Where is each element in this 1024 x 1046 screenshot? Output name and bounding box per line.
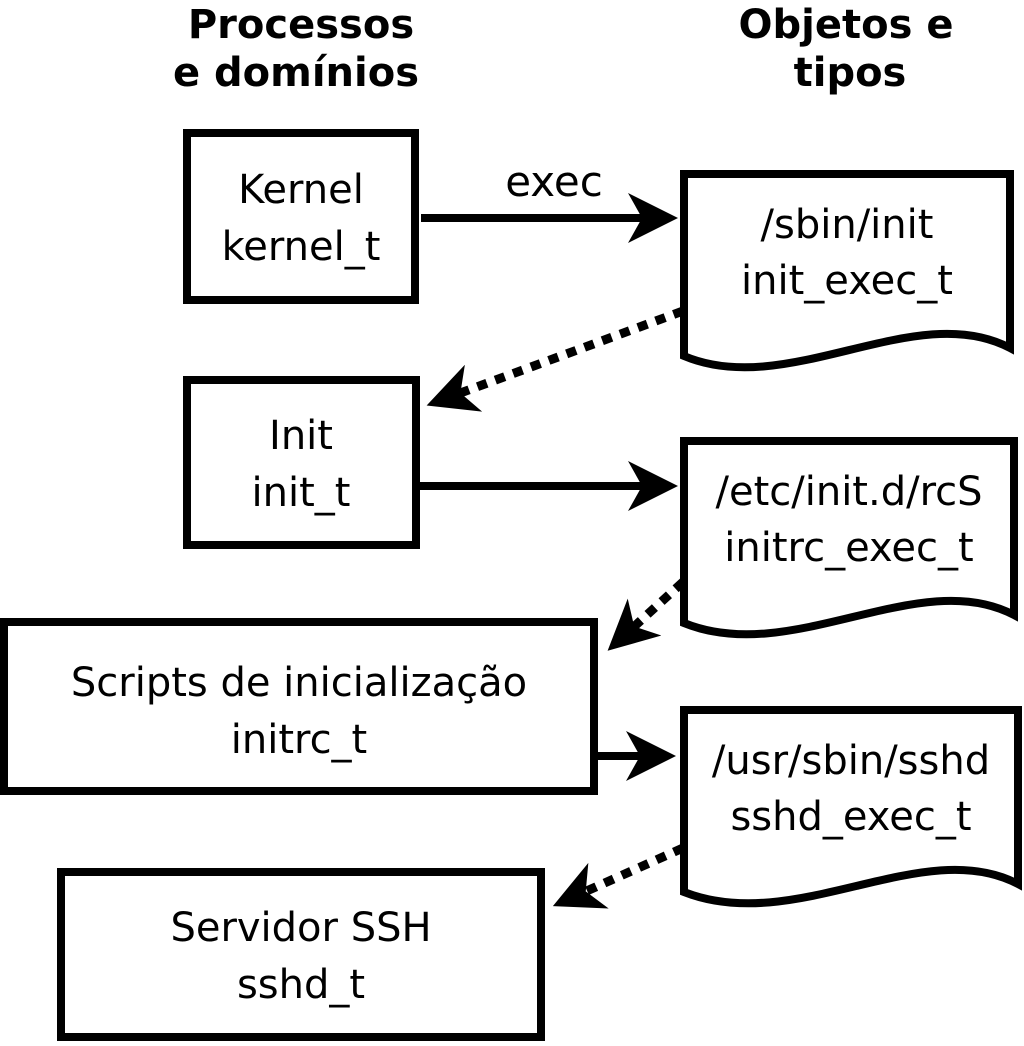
object-usr-sbin-sshd-type: sshd_exec_t [730, 794, 971, 840]
object-sbin-init-path: /sbin/init [761, 202, 934, 248]
process-box-kernel [183, 129, 419, 304]
process-sshd-name: Servidor SSH [170, 905, 431, 951]
object-etc-initd-rcs-path: /etc/init.d/rcS [715, 469, 982, 515]
dotted-arrow-initrc-exec-to-initrc [607, 578, 687, 651]
process-box-initrc [0, 618, 598, 795]
process-kernel-name: Kernel [238, 167, 364, 213]
process-sshd-domain: sshd_t [237, 962, 365, 1008]
object-doc-usr-sbin-sshd [680, 706, 1022, 908]
process-kernel-domain: kernel_t [222, 224, 381, 270]
dotted-arrow-sshd-exec-to-sshd [552, 843, 685, 909]
process-initrc-name: Scripts de inicialização [71, 660, 527, 706]
process-init-name: Init [269, 413, 333, 459]
process-init-domain: init_t [252, 470, 351, 516]
left-column-header-line2: e domínios [173, 50, 419, 96]
object-doc-sbin-init [680, 170, 1014, 372]
process-box-init [183, 376, 420, 549]
object-usr-sbin-sshd-path: /usr/sbin/sshd [712, 738, 990, 784]
right-column-header-line2: tipos [794, 50, 907, 96]
object-doc-etc-initd-rcs [680, 437, 1018, 639]
object-sbin-init-type: init_exec_t [741, 258, 953, 304]
process-box-sshd [57, 868, 545, 1041]
dotted-arrow-init-exec-to-init [426, 306, 685, 412]
right-column-header-line1: Objetos e [739, 2, 954, 48]
object-etc-initd-rcs-type: initrc_exec_t [724, 525, 973, 571]
process-initrc-domain: initrc_t [231, 717, 368, 763]
exec-arrow-label: exec [505, 157, 603, 206]
left-column-header-line1: Processos [188, 2, 414, 48]
